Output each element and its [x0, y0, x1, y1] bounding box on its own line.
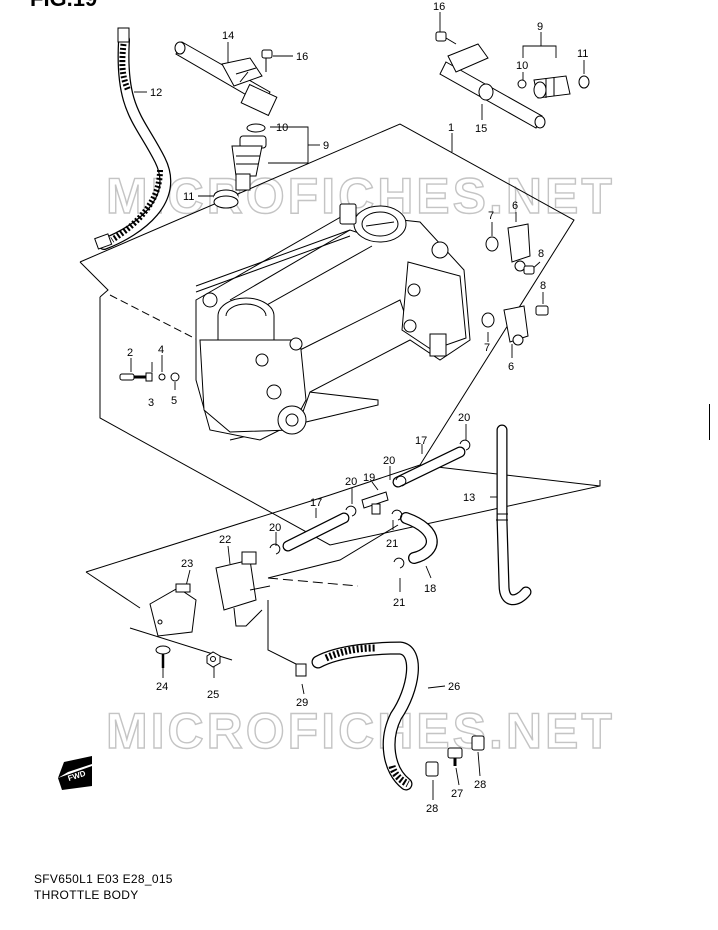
- throttle-body: [195, 203, 471, 441]
- part-callout: 28: [426, 803, 438, 815]
- part-callout: 29: [296, 697, 308, 709]
- part-callout: 16: [433, 1, 445, 13]
- part-callout: 16: [296, 51, 308, 63]
- part-callout: 17: [310, 497, 322, 509]
- part-callout: 8: [540, 280, 546, 292]
- bolt-24: [155, 645, 171, 668]
- part-callout: 10: [516, 60, 528, 72]
- hose-17-lower: [282, 512, 350, 552]
- part-callout: 7: [488, 210, 494, 222]
- watermark-bottom: MICROFICHES.NET: [106, 703, 615, 759]
- part-callout: 20: [458, 412, 470, 424]
- screw-set-2-5: [119, 372, 180, 382]
- part-callout: 4: [158, 344, 164, 356]
- part-callout: 2: [127, 347, 133, 359]
- part-callout: 5: [171, 395, 177, 407]
- part-callout: 7: [484, 342, 490, 354]
- fwd-arrow-icon: FWD: [58, 756, 92, 790]
- hose-26: [311, 641, 419, 791]
- hose-18: [400, 512, 438, 564]
- part-callout: 9: [537, 21, 543, 33]
- diagram-title: THROTTLE BODY: [34, 888, 139, 902]
- part-callout: 28: [474, 779, 486, 791]
- screw-16-left: [261, 49, 273, 72]
- fitting-27: [447, 747, 463, 766]
- clamp-29: [295, 663, 307, 677]
- part-callout: 14: [222, 30, 234, 42]
- part-callout: 24: [156, 681, 168, 693]
- part-callout: 12: [150, 87, 162, 99]
- part-callout: 6: [508, 361, 514, 373]
- part-callout: 20: [345, 476, 357, 488]
- part-callout: 15: [475, 123, 487, 135]
- part-callout: 11: [577, 48, 588, 60]
- joint-19: [361, 491, 389, 515]
- part-callout: 17: [415, 435, 427, 447]
- part-callout: 23: [181, 558, 193, 570]
- lower-frame: [85, 464, 421, 667]
- valve-22: [215, 551, 271, 627]
- part-callout: 10: [276, 122, 288, 134]
- leader-lines: [130, 12, 585, 800]
- injector-9-right: [517, 75, 590, 99]
- part-callout: 20: [383, 455, 395, 467]
- clamps-20-21: [269, 439, 471, 569]
- part-callout: 13: [463, 492, 475, 504]
- part-callout: 25: [207, 689, 219, 701]
- part-callout: 1: [448, 122, 454, 134]
- part-callout: 21: [393, 597, 405, 609]
- nut-25: [206, 651, 221, 668]
- part-callout: 9: [323, 140, 329, 152]
- bracket-23: [149, 583, 197, 637]
- part-callout: 26: [448, 681, 460, 693]
- diagram-code: SFV650L1 E03 E28_015: [34, 872, 173, 886]
- page-edge-mark: [709, 404, 718, 440]
- part-callout: 8: [538, 248, 544, 260]
- part-callout: 19: [363, 472, 375, 484]
- part-callout: 27: [451, 788, 463, 800]
- fuel-hose-12: [94, 27, 172, 250]
- part-callout: 22: [219, 534, 231, 546]
- sensor-6-lower: [481, 305, 549, 346]
- screw-16-right: [435, 31, 457, 45]
- part-callout: 21: [386, 538, 398, 550]
- clamps-28: [425, 735, 485, 777]
- fuel-rail-15: [439, 43, 546, 129]
- part-callout: 20: [269, 522, 281, 534]
- hose-17-upper: [392, 446, 466, 488]
- callouts: 1 2 3 4 5 6 6 7 7 8 8 9 9 10 10 11 11 12…: [127, 1, 588, 815]
- injector-9-left: [213, 123, 267, 209]
- hose-13: [496, 424, 532, 606]
- part-callout: 3: [148, 397, 154, 409]
- part-callout: 6: [512, 200, 518, 212]
- part-callout: 11: [183, 191, 194, 203]
- fuel-rail-14: [174, 41, 278, 117]
- part-callout: 18: [424, 583, 436, 595]
- sensor-6-upper: [485, 223, 535, 275]
- figure-label: FIG.19: [30, 0, 97, 11]
